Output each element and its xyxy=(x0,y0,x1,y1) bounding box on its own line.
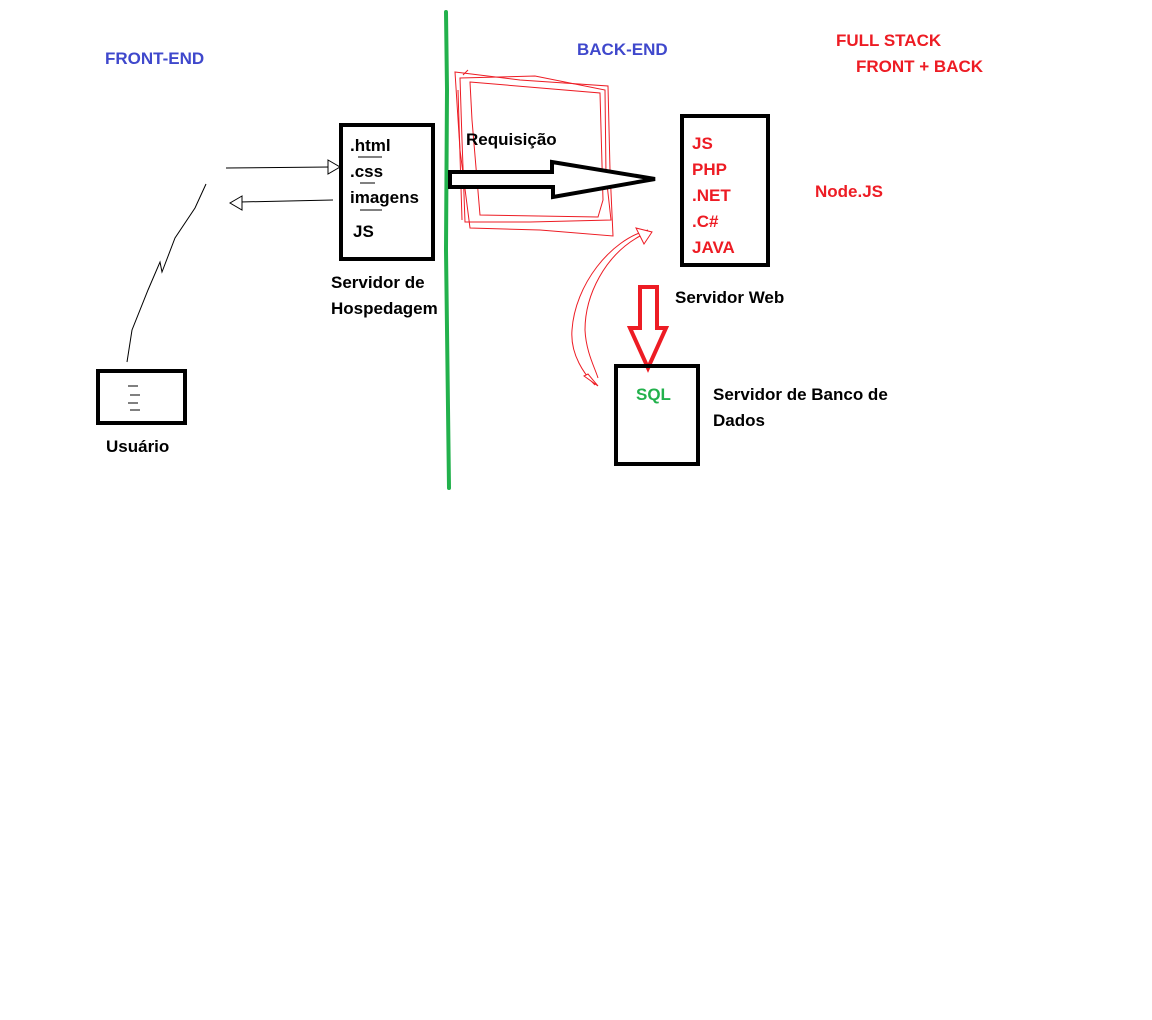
nodejs-label: Node.JS xyxy=(815,182,884,201)
db-query-arrow xyxy=(626,285,670,373)
request-big-arrow xyxy=(448,159,656,200)
user-connection-line xyxy=(126,183,207,363)
db-response-curved-arrow xyxy=(571,227,653,387)
db-server-label-line1: Servidor de Banco de xyxy=(713,385,888,404)
front-end-label: FRONT-END xyxy=(105,49,205,68)
request-highlight-scribble xyxy=(454,69,614,237)
hosting-server-box xyxy=(339,123,435,261)
response-arrow-thin xyxy=(229,195,334,211)
web-server-box xyxy=(680,114,770,267)
web-language-csharp: .C# xyxy=(692,212,719,231)
user-device-box xyxy=(96,369,187,425)
hosting-file-list: .html .css imagens JS xyxy=(350,133,419,245)
hosting-file-css: .css xyxy=(350,162,384,181)
web-language-js: JS xyxy=(692,134,713,153)
back-end-label: BACK-END xyxy=(577,40,668,59)
request-label: Requisição xyxy=(466,130,557,149)
user-device-marks xyxy=(128,385,140,411)
user-label: Usuário xyxy=(106,437,170,456)
hosting-file-html: .html xyxy=(350,136,391,155)
web-language-java: JAVA xyxy=(692,238,735,257)
full-stack-label: FULL STACK xyxy=(836,31,942,50)
db-server-label-line2: Dados xyxy=(713,411,765,430)
request-arrow-thin xyxy=(225,159,341,175)
web-language-php: PHP xyxy=(692,160,727,179)
hosting-file-images: imagens xyxy=(350,188,419,207)
hosting-server-label-line1: Servidor de xyxy=(331,273,425,292)
hosting-server-label-line2: Hospedagem xyxy=(331,299,438,318)
front-back-divider xyxy=(443,10,451,490)
web-language-net: .NET xyxy=(692,186,731,205)
web-language-list: JS PHP .NET .C# JAVA xyxy=(692,131,735,261)
front-plus-back-label: FRONT + BACK xyxy=(856,57,984,76)
hosting-file-js: JS xyxy=(353,222,374,241)
hosting-file-underlines xyxy=(358,156,382,211)
sql-label: SQL xyxy=(636,385,671,404)
db-server-box xyxy=(614,364,700,466)
web-server-label: Servidor Web xyxy=(675,288,785,307)
